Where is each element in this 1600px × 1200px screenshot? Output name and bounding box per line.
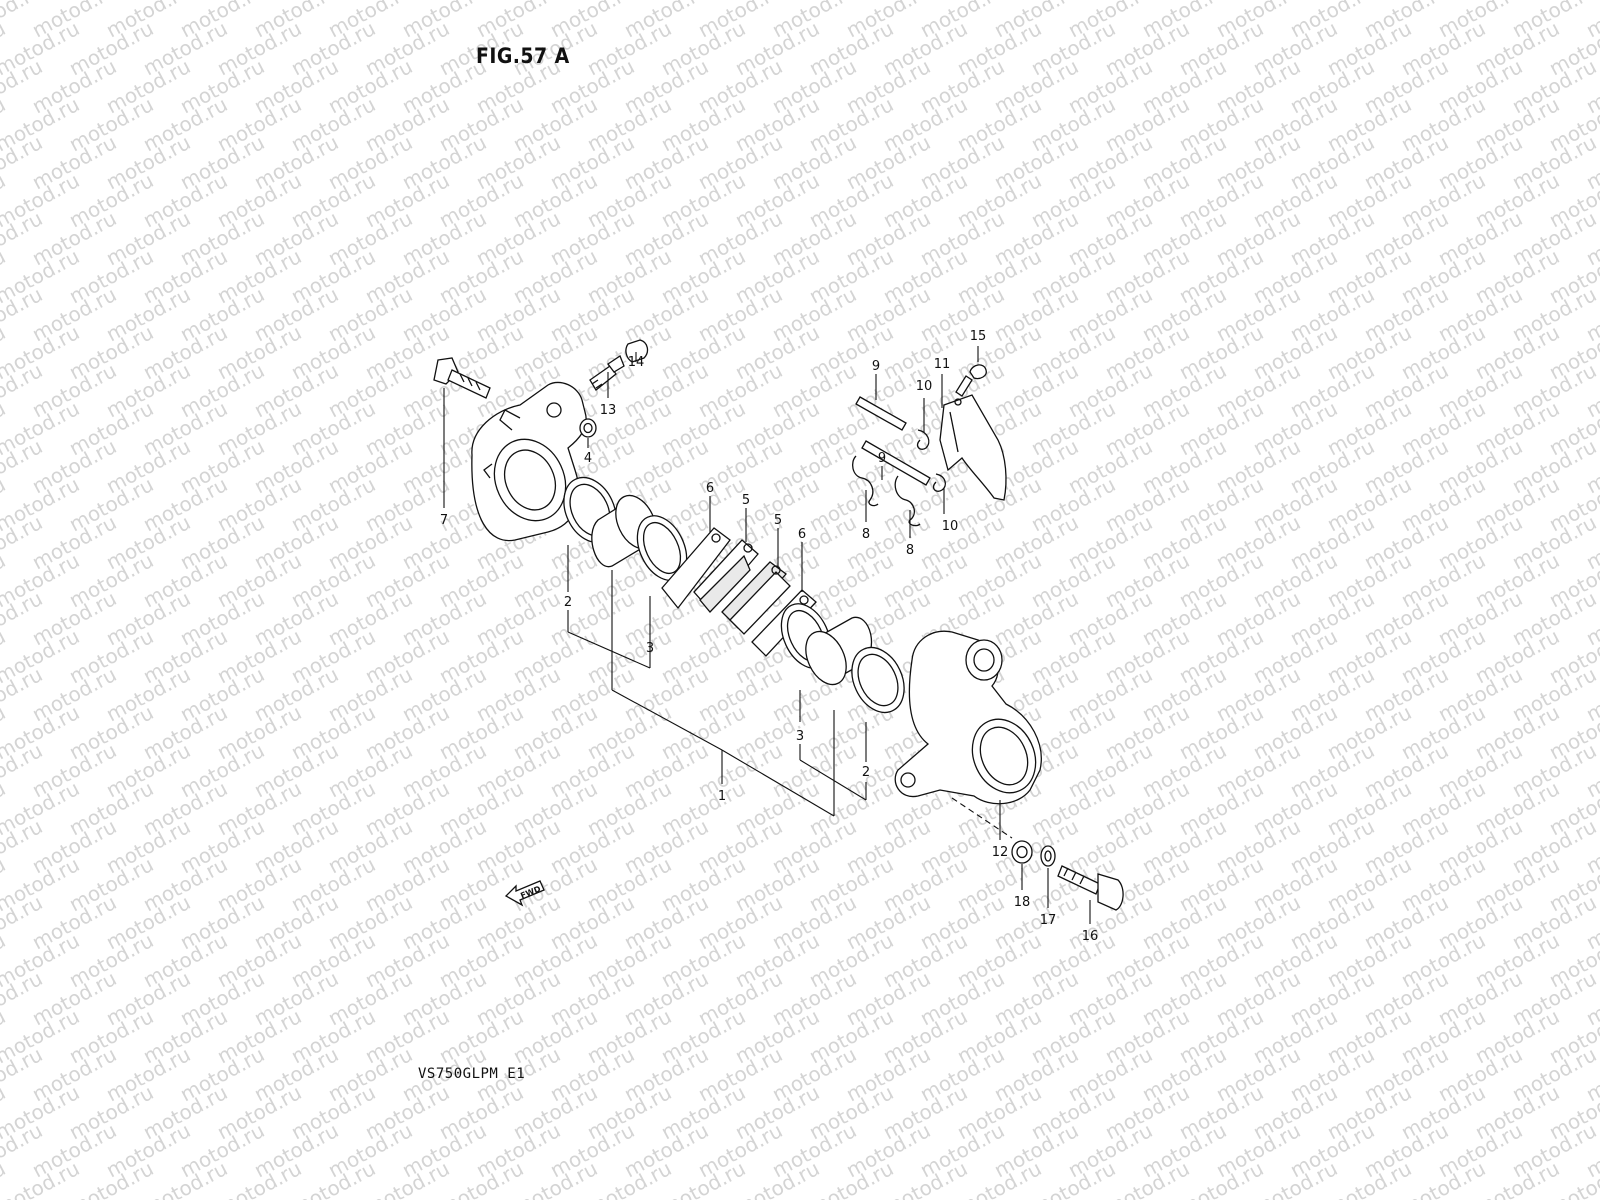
callout-18: 18	[1014, 895, 1031, 910]
model-code: VS750GLPM E1	[418, 1066, 526, 1082]
callout-7: 7	[440, 513, 448, 528]
callout-2-left: 2	[564, 595, 572, 610]
fwd-arrow-icon	[504, 880, 545, 907]
brake-pad-5-right	[721, 561, 791, 635]
callout-6-right: 6	[798, 527, 806, 542]
clip-10-lower	[932, 473, 947, 492]
callout-17: 17	[1040, 913, 1057, 928]
callout-15: 15	[970, 329, 987, 344]
spring-8-left	[851, 455, 879, 507]
pad-cover-11	[939, 394, 1007, 501]
piston-seal-2-right	[851, 646, 905, 714]
callout-3-right: 3	[796, 729, 804, 744]
washer-18	[1011, 840, 1033, 864]
callout-5-right: 5	[774, 513, 782, 528]
callout-6-left: 6	[706, 481, 714, 496]
callout-9-lower: 9	[878, 451, 886, 466]
bolt-7	[433, 357, 491, 399]
bleeder-cap-14	[625, 339, 649, 363]
figure-title: FIG.57 A	[476, 44, 570, 68]
callout-3-left: 3	[646, 641, 654, 656]
brake-pad-5-left	[693, 539, 759, 613]
washer-17	[1040, 845, 1056, 867]
callout-10-lower: 10	[942, 519, 959, 534]
callout-16: 16	[1082, 929, 1099, 944]
spring-8-right	[894, 475, 921, 527]
fwd-label: FWD	[519, 884, 542, 900]
callout-5-left: 5	[742, 493, 750, 508]
nut-4	[579, 418, 597, 438]
caliper-body-left	[471, 381, 587, 542]
callout-14: 14	[628, 355, 645, 370]
shim-6-left	[661, 527, 731, 610]
pad-pin-9-lower	[861, 440, 931, 486]
callout-8-right: 8	[906, 543, 914, 558]
screw-15	[955, 364, 987, 397]
bolt-16	[1057, 865, 1124, 911]
bleeder-valve-13	[589, 355, 625, 391]
pad-pin-9-upper	[855, 396, 907, 431]
callout-12: 12	[992, 845, 1009, 860]
callout-2-right: 2	[862, 765, 870, 780]
callouts: 1 2 2 3 3 4 5 5 6 6 7 8 8 9 9 10 10 11 1…	[440, 329, 1098, 944]
callout-10-upper: 10	[916, 379, 933, 394]
callout-4: 4	[584, 451, 592, 466]
callout-13: 13	[600, 403, 617, 418]
callout-9-upper: 9	[872, 359, 880, 374]
dust-seal-3-left	[636, 515, 688, 581]
clip-10-upper	[916, 429, 930, 450]
callout-8-left: 8	[862, 527, 870, 542]
callout-1: 1	[718, 789, 726, 804]
leader-lines	[443, 346, 1091, 924]
caliper-body-right	[894, 630, 1042, 805]
callout-11: 11	[934, 357, 951, 372]
